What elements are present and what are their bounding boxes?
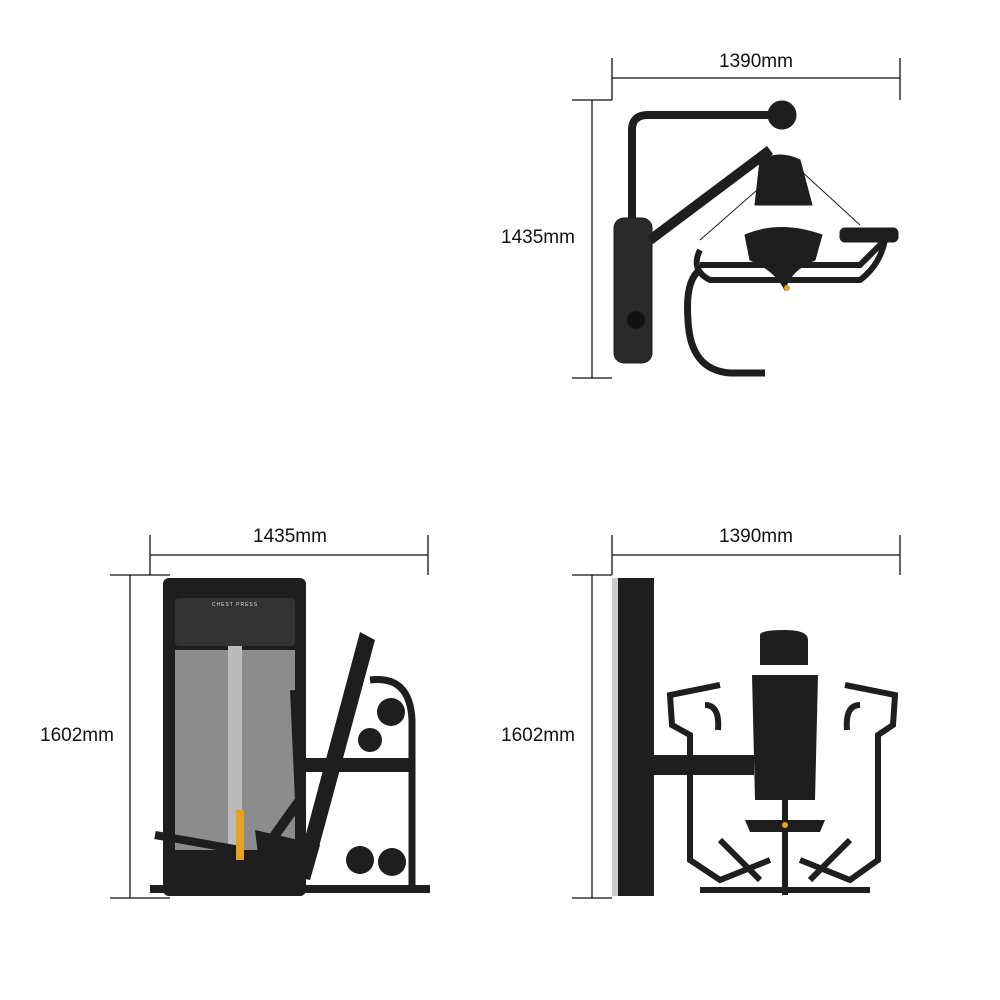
plaque-text: CHEST PRESS [212,602,258,608]
top-view-depth-label: 1435mm [501,227,575,248]
dimension-lines [110,58,901,899]
front-view-width-label: 1390mm [719,526,793,547]
top-view-width-label: 1390mm [719,51,793,72]
side-view-height-label: 1602mm [40,725,114,746]
machine-front-view [612,578,899,896]
side-view-depth-label: 1435mm [253,526,327,547]
front-view-height-label: 1602mm [501,725,575,746]
machine-side-view: CHEST PRESS [150,578,430,896]
machine-top-view [613,100,899,377]
